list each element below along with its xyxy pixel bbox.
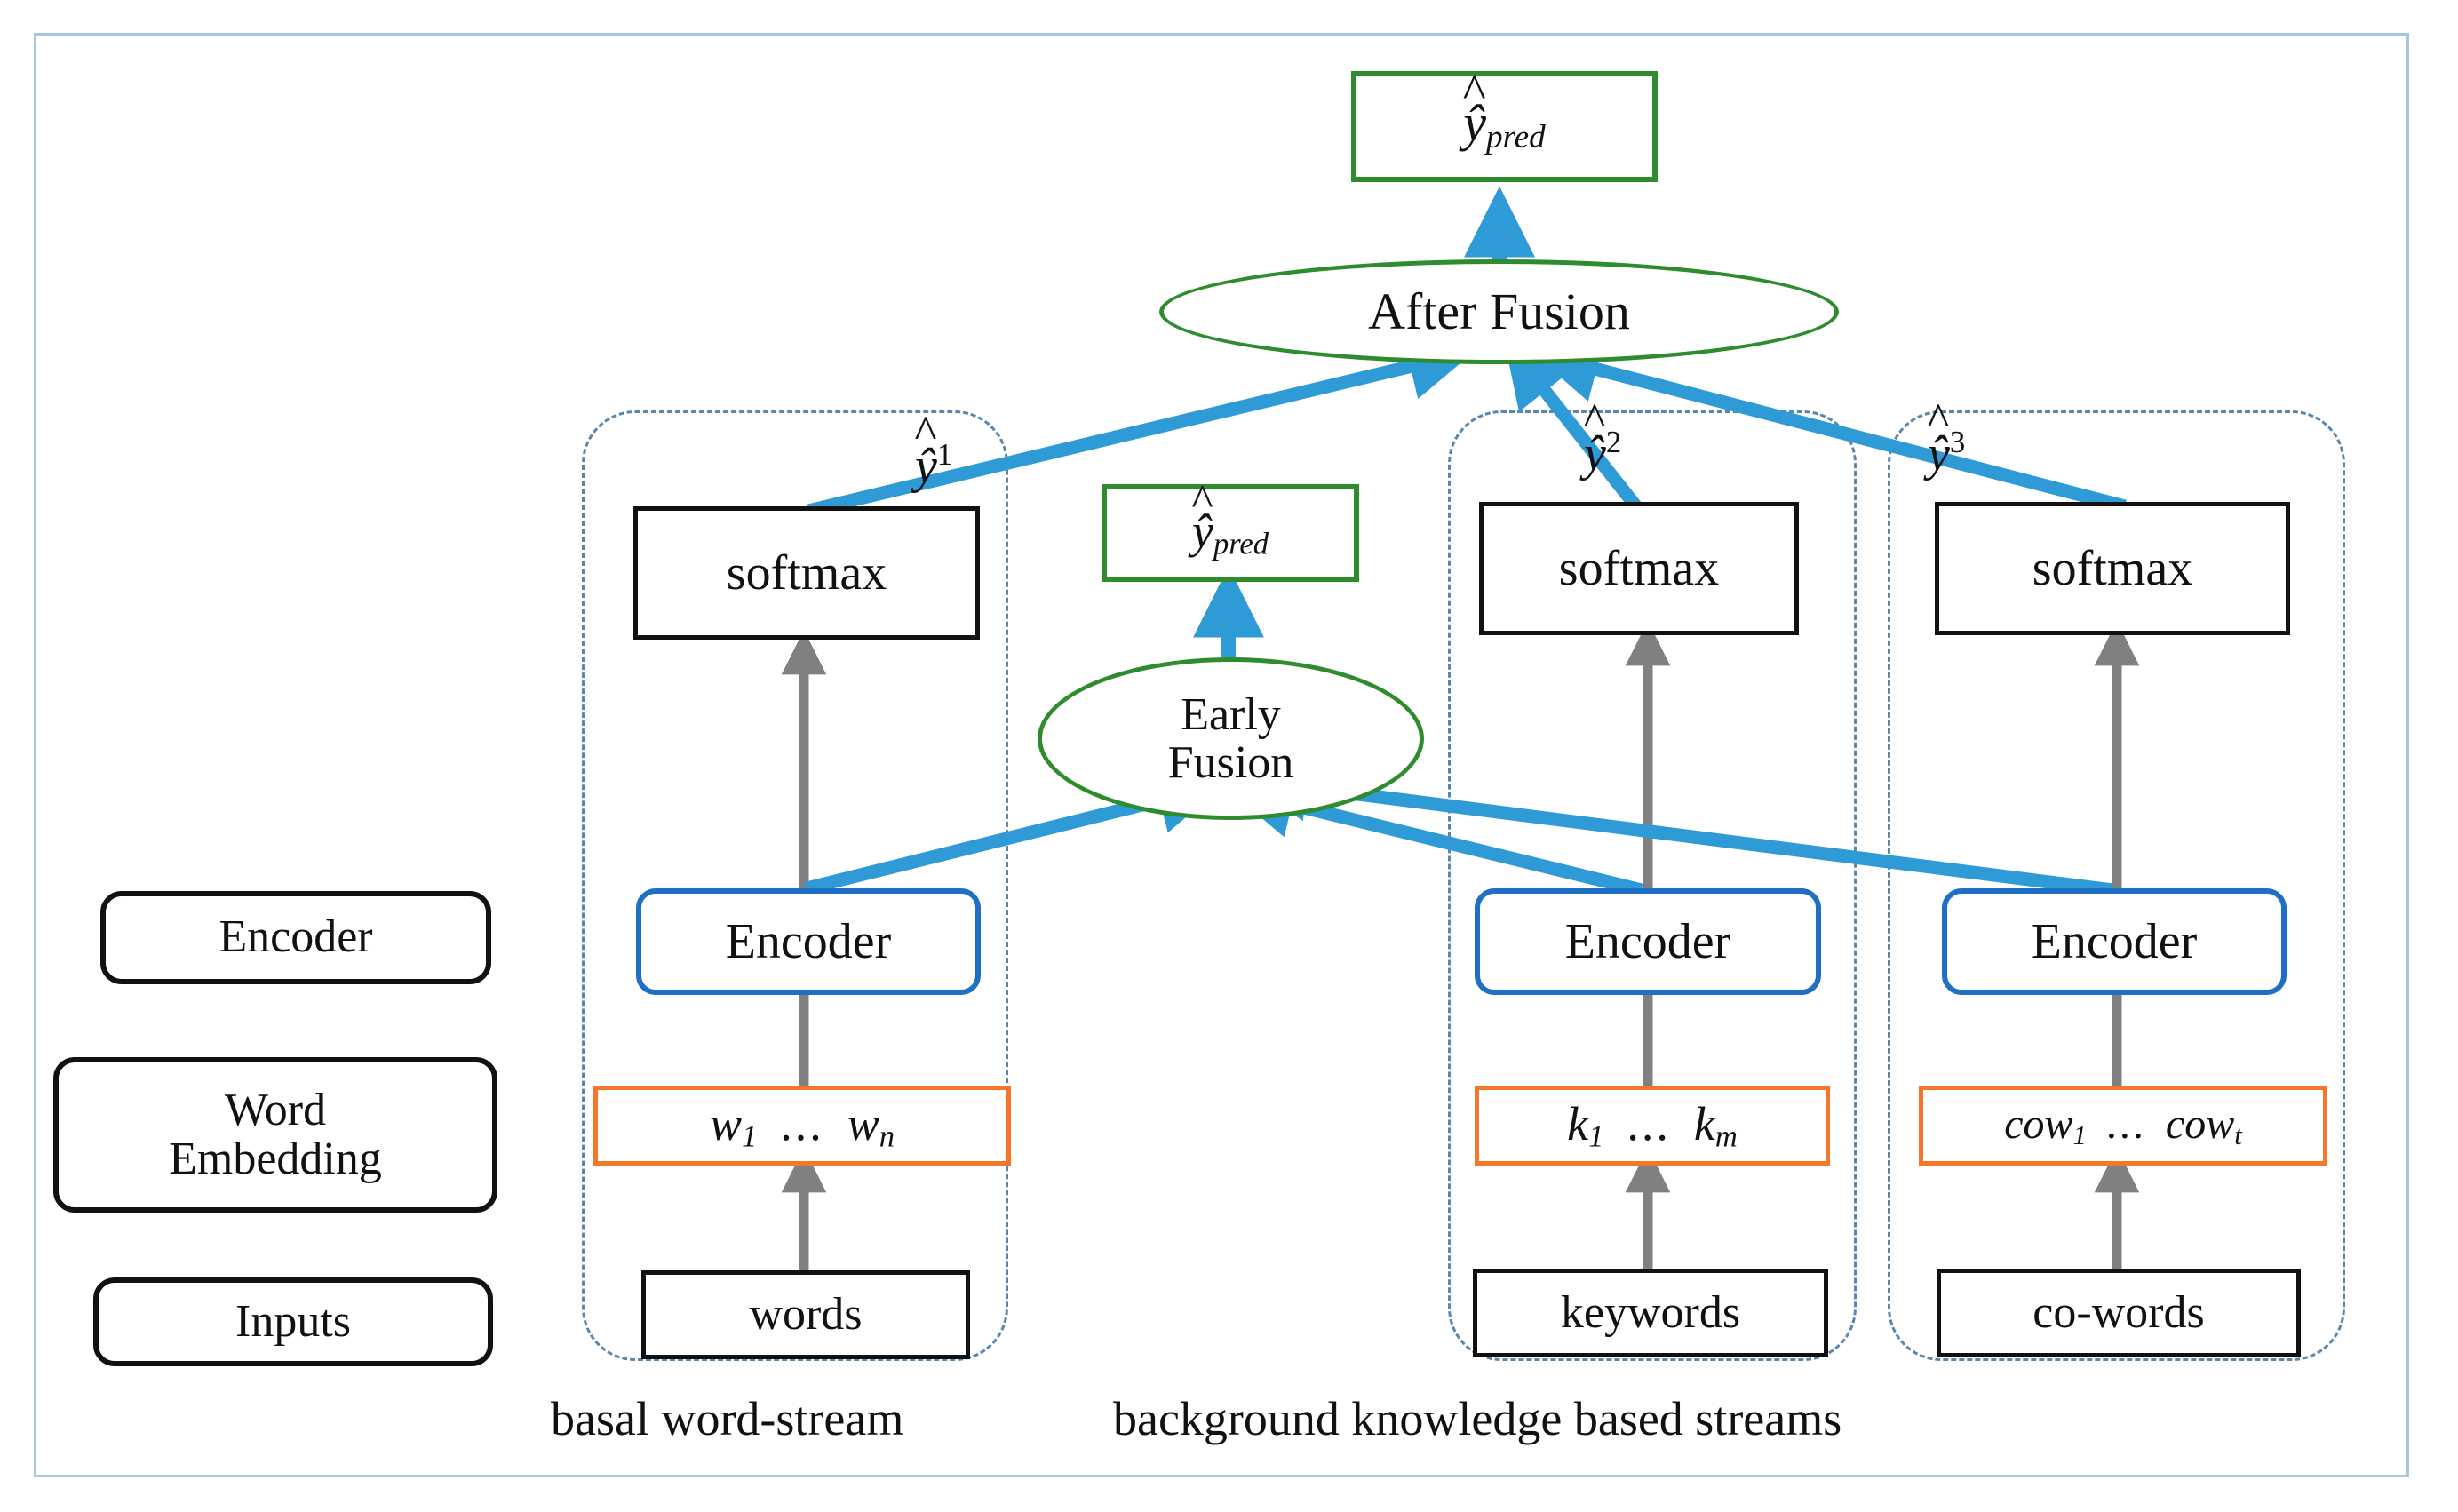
early-prediction-label: ŷpred xyxy=(1192,505,1269,561)
legend-item-encoder: Encoder xyxy=(100,891,491,984)
y-hat-glyph-2: ŷ xyxy=(1584,426,1606,482)
encoder-box-word: Encoder xyxy=(636,888,981,995)
encoder-box-coword: Encoder xyxy=(1942,888,2287,995)
softmax-box-word: softmax xyxy=(633,506,980,640)
encoder-label-coword: Encoder xyxy=(2031,913,2198,969)
logit-superscript-3: 3 xyxy=(1949,425,1966,459)
after-fusion-ellipse: After Fusion xyxy=(1159,259,1839,364)
legend-item-word-embedding: Word Embedding xyxy=(53,1057,497,1213)
after-fusion-label: After Fusion xyxy=(1368,283,1630,341)
embedding-box-coword: cow1 ... cowt xyxy=(1919,1086,2327,1166)
legend-encoder-label: Encoder xyxy=(219,911,373,963)
encoder-label-keyword: Encoder xyxy=(1564,913,1731,969)
logit-label-keyword: ŷ2 xyxy=(1584,425,1621,482)
softmax-box-coword: softmax xyxy=(1935,502,2290,635)
final-prediction-label: ŷpred xyxy=(1463,97,1545,155)
y-hat-glyph: ŷ xyxy=(1463,97,1486,151)
embedding-last-sub-coword: t xyxy=(2234,1119,2242,1150)
embedding-first-word: w xyxy=(709,1096,742,1150)
embedding-last-sub-keyword: m xyxy=(1714,1119,1738,1154)
embedding-dots-word: ... xyxy=(780,1096,824,1150)
encoder-box-keyword: Encoder xyxy=(1475,888,1821,995)
logit-superscript-1: 1 xyxy=(936,437,953,472)
encoder-label-word: Encoder xyxy=(725,913,892,969)
blue-arrows-early-fusion xyxy=(805,754,2113,897)
softmax-label-keyword: softmax xyxy=(1558,540,1720,596)
early-prediction-box: ŷpred xyxy=(1102,484,1359,582)
embedding-dots-coword: ... xyxy=(2105,1100,2146,1148)
pred-subscript: pred xyxy=(1486,119,1546,156)
embedding-first-sub-coword: 1 xyxy=(2072,1119,2087,1150)
caption-basal-word-stream: basal word-stream xyxy=(551,1392,904,1445)
final-prediction-box: ŷpred xyxy=(1351,71,1658,182)
embedding-tokens-coword: cow1 ... cowt xyxy=(2004,1102,2242,1150)
embedding-last-word: w xyxy=(847,1096,879,1150)
early-fusion-label-line1: Early xyxy=(1181,689,1281,741)
embedding-dots-keyword: ... xyxy=(1627,1096,1671,1150)
early-fusion-ellipse: Early Fusion xyxy=(1038,657,1424,820)
embedding-first-keyword: k xyxy=(1567,1096,1589,1150)
embedding-last-sub-word: n xyxy=(879,1119,895,1154)
y-hat-glyph-1: ŷ xyxy=(915,438,937,495)
logit-label-coword: ŷ3 xyxy=(1928,425,1965,482)
embedding-box-keyword: k1 ... km xyxy=(1475,1086,1830,1166)
embedding-last-coword: cow xyxy=(2165,1100,2235,1148)
embedding-box-word: w1 ... wn xyxy=(593,1086,1011,1166)
input-label-coword: co-words xyxy=(2032,1286,2205,1338)
y-hat-glyph-3: ŷ xyxy=(1928,426,1950,482)
legend-inputs-label: Inputs xyxy=(235,1295,351,1347)
embedding-tokens-keyword: k1 ... km xyxy=(1567,1096,1738,1154)
input-box-word: words xyxy=(641,1270,970,1359)
pred-subscript-early: pred xyxy=(1213,527,1269,561)
y-hat-glyph-early: ŷ xyxy=(1192,505,1213,557)
legend-word-embedding-line1: Word xyxy=(224,1084,327,1135)
softmax-label-coword: softmax xyxy=(2032,540,2193,596)
early-fusion-label-line2: Fusion xyxy=(1167,736,1294,788)
embedding-first-sub-word: 1 xyxy=(741,1119,758,1154)
logit-superscript-2: 2 xyxy=(1605,425,1622,459)
input-box-keyword: keywords xyxy=(1473,1269,1828,1357)
legend-item-inputs: Inputs xyxy=(93,1277,493,1366)
softmax-label-word: softmax xyxy=(726,545,887,601)
embedding-tokens-word: w1 ... wn xyxy=(709,1096,895,1154)
softmax-box-keyword: softmax xyxy=(1479,502,1799,635)
embedding-first-coword: cow xyxy=(2004,1100,2073,1148)
input-label-word: words xyxy=(749,1288,863,1340)
input-label-keyword: keywords xyxy=(1560,1286,1741,1338)
embedding-first-sub-keyword: 1 xyxy=(1588,1119,1604,1154)
input-box-coword: co-words xyxy=(1937,1269,2301,1357)
logit-label-word: ŷ1 xyxy=(915,437,952,495)
caption-background-knowledge-streams: background knowledge based streams xyxy=(1113,1392,1842,1445)
embedding-last-keyword: k xyxy=(1693,1096,1715,1150)
legend-word-embedding-line2: Embedding xyxy=(169,1133,382,1184)
